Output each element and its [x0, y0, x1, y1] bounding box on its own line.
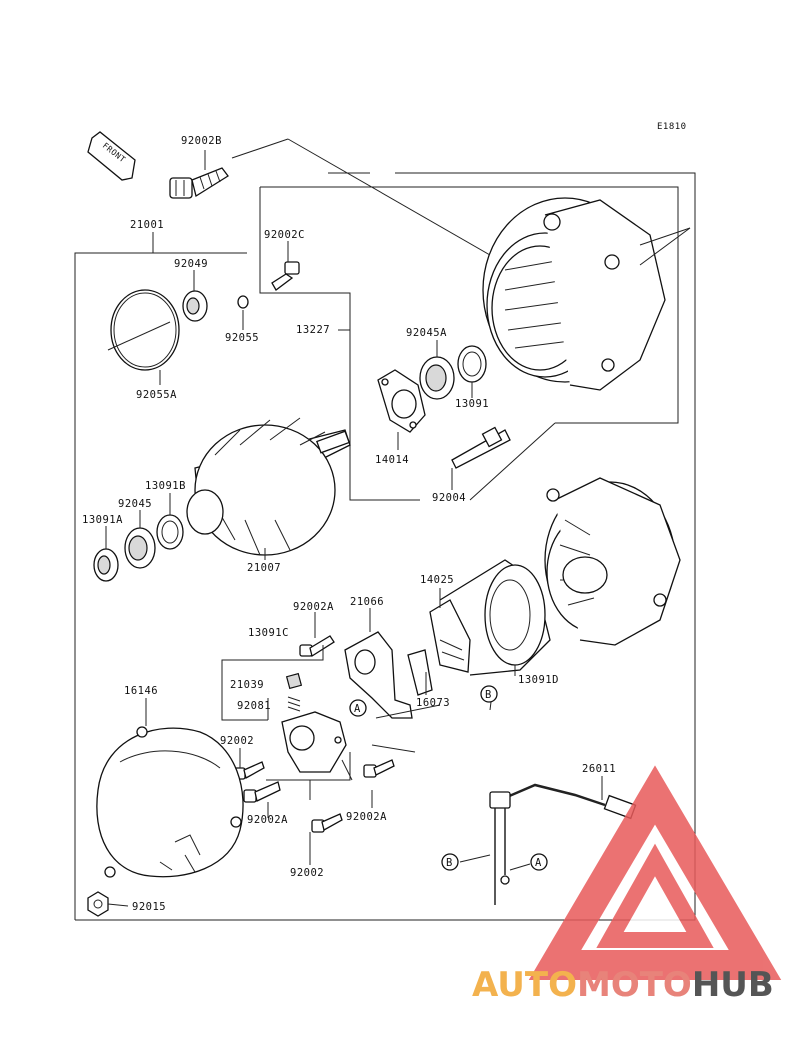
ref-marker-a: A — [354, 703, 361, 715]
bearing-92045 — [124, 527, 156, 569]
callout-92002a-upper: 92002A — [293, 601, 334, 613]
bolt-92002-bottom — [311, 813, 343, 833]
ref-marker-a-bottom: A — [535, 857, 542, 869]
stud-92004 — [451, 426, 511, 469]
bearing-92049 — [182, 290, 208, 322]
callout-92002b: 92002B — [181, 135, 222, 147]
rotor-21007 — [186, 417, 351, 556]
callout-92002-bottom: 92002 — [290, 867, 324, 879]
callout-92002a-left: 92002A — [247, 814, 288, 826]
end-cover-16146 — [96, 726, 244, 878]
ring-92055 — [237, 295, 249, 309]
callout-13091b: 13091B — [145, 480, 186, 492]
leader-lines — [105, 150, 603, 907]
callout-labels: E1810 92002B 21001 92002C 92049 92055 92… — [82, 122, 687, 913]
nut-92015 — [87, 891, 109, 917]
callout-92045: 92045 — [118, 498, 152, 510]
watermark-auto: AUTO — [472, 965, 577, 1005]
callout-92002a-right: 92002A — [346, 811, 387, 823]
assembly-lines — [221, 645, 493, 808]
reference-markers: A B B A — [349, 685, 548, 871]
brush-holder-14025 — [429, 599, 471, 673]
bolt-92002c — [271, 261, 300, 291]
callout-92004: 92004 — [432, 492, 466, 504]
front-arrow: FRONT — [87, 131, 136, 181]
callout-92081: 92081 — [237, 700, 271, 712]
automotohub-watermark — [528, 765, 782, 980]
bolt-92002a-left — [243, 781, 281, 803]
callout-21039: 21039 — [230, 679, 264, 691]
callout-92002c: 92002C — [264, 229, 305, 241]
front-housing — [544, 477, 681, 646]
callout-16146: 16146 — [124, 685, 158, 697]
callout-21007: 21007 — [247, 562, 281, 574]
callout-21001: 21001 — [130, 219, 164, 231]
rear-housing — [482, 197, 691, 391]
callout-92055: 92055 — [225, 332, 259, 344]
callout-13091a: 13091A — [82, 514, 123, 526]
callout-13091c: 13091C — [248, 627, 289, 639]
brush-21039 — [285, 672, 303, 690]
bolt-92002b — [169, 167, 229, 199]
ref-marker-b-bottom: B — [446, 857, 453, 869]
callout-21066: 21066 — [350, 596, 384, 608]
watermark-triangle-icon — [528, 765, 782, 980]
bolt-92002a-upper — [299, 635, 335, 658]
callout-26011: 26011 — [582, 763, 616, 775]
seal-13091a — [93, 548, 119, 582]
spring-92081 — [287, 696, 301, 712]
callout-92015: 92015 — [132, 901, 166, 913]
callout-92045a: 92045A — [406, 327, 447, 339]
o-ring-92055a — [107, 289, 180, 371]
callout-16073: 16073 — [416, 697, 450, 709]
bearing-92045a — [419, 356, 455, 400]
bearing-plate-14014 — [377, 369, 426, 433]
diagram-code: E1810 — [657, 122, 687, 132]
seal-13091 — [457, 345, 487, 383]
seal-13091b — [156, 514, 184, 550]
callout-13091d: 13091D — [518, 674, 559, 686]
callout-14014: 14014 — [375, 454, 409, 466]
watermark-hub: HUB — [692, 965, 774, 1005]
group-brackets — [74, 138, 696, 921]
brush-holder — [281, 711, 347, 773]
callout-92002-left: 92002 — [220, 735, 254, 747]
callout-13227: 13227 — [296, 324, 330, 336]
watermark-wordmark: AUTOMOTOHUB — [472, 965, 774, 1005]
callout-13091: 13091 — [455, 398, 489, 410]
bolt-92002a-right — [363, 759, 395, 778]
callout-92055a: 92055A — [136, 389, 177, 401]
callout-14025: 14025 — [420, 574, 454, 586]
watermark-moto: MOTO — [577, 965, 692, 1005]
callout-92049: 92049 — [174, 258, 208, 270]
ref-marker-b: B — [485, 689, 492, 701]
